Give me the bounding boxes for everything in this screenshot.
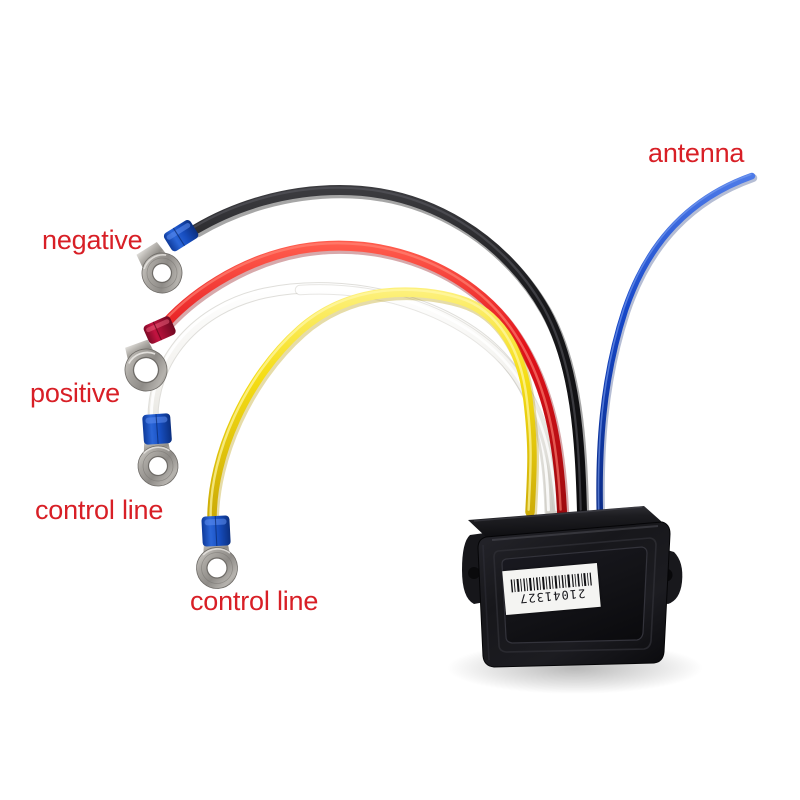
positive-ring-terminal: [124, 316, 176, 392]
module-groove-outer: [493, 537, 657, 653]
blue-sleeve: [201, 515, 231, 547]
control-white-ring-terminal: [137, 413, 179, 487]
label-control-line-2: control line: [190, 586, 319, 616]
antenna-wire: [596, 172, 758, 526]
yellow-wire-path: [207, 287, 537, 523]
blue-sleeve: [142, 413, 172, 445]
red-sleeve: [143, 316, 176, 344]
negative-ring-terminal: [136, 220, 199, 294]
control-wire-white-secondary: [294, 284, 564, 518]
antenna-wire-path: [596, 172, 756, 524]
positive-wire: [155, 240, 570, 521]
blue-sleeve: [163, 220, 199, 252]
barcode-icon: [511, 572, 593, 593]
control-yellow-ring-terminal: [196, 515, 238, 589]
module-serial-sticker: 21041327: [502, 562, 601, 616]
label-positive: positive: [30, 378, 120, 408]
negative-wire: [191, 184, 590, 521]
label-negative: negative: [42, 225, 143, 255]
module-top-edge: [468, 506, 662, 537]
label-antenna: antenna: [648, 138, 745, 168]
label-control-line-1: control line: [35, 495, 164, 525]
control-wire-yellow: [207, 287, 539, 526]
